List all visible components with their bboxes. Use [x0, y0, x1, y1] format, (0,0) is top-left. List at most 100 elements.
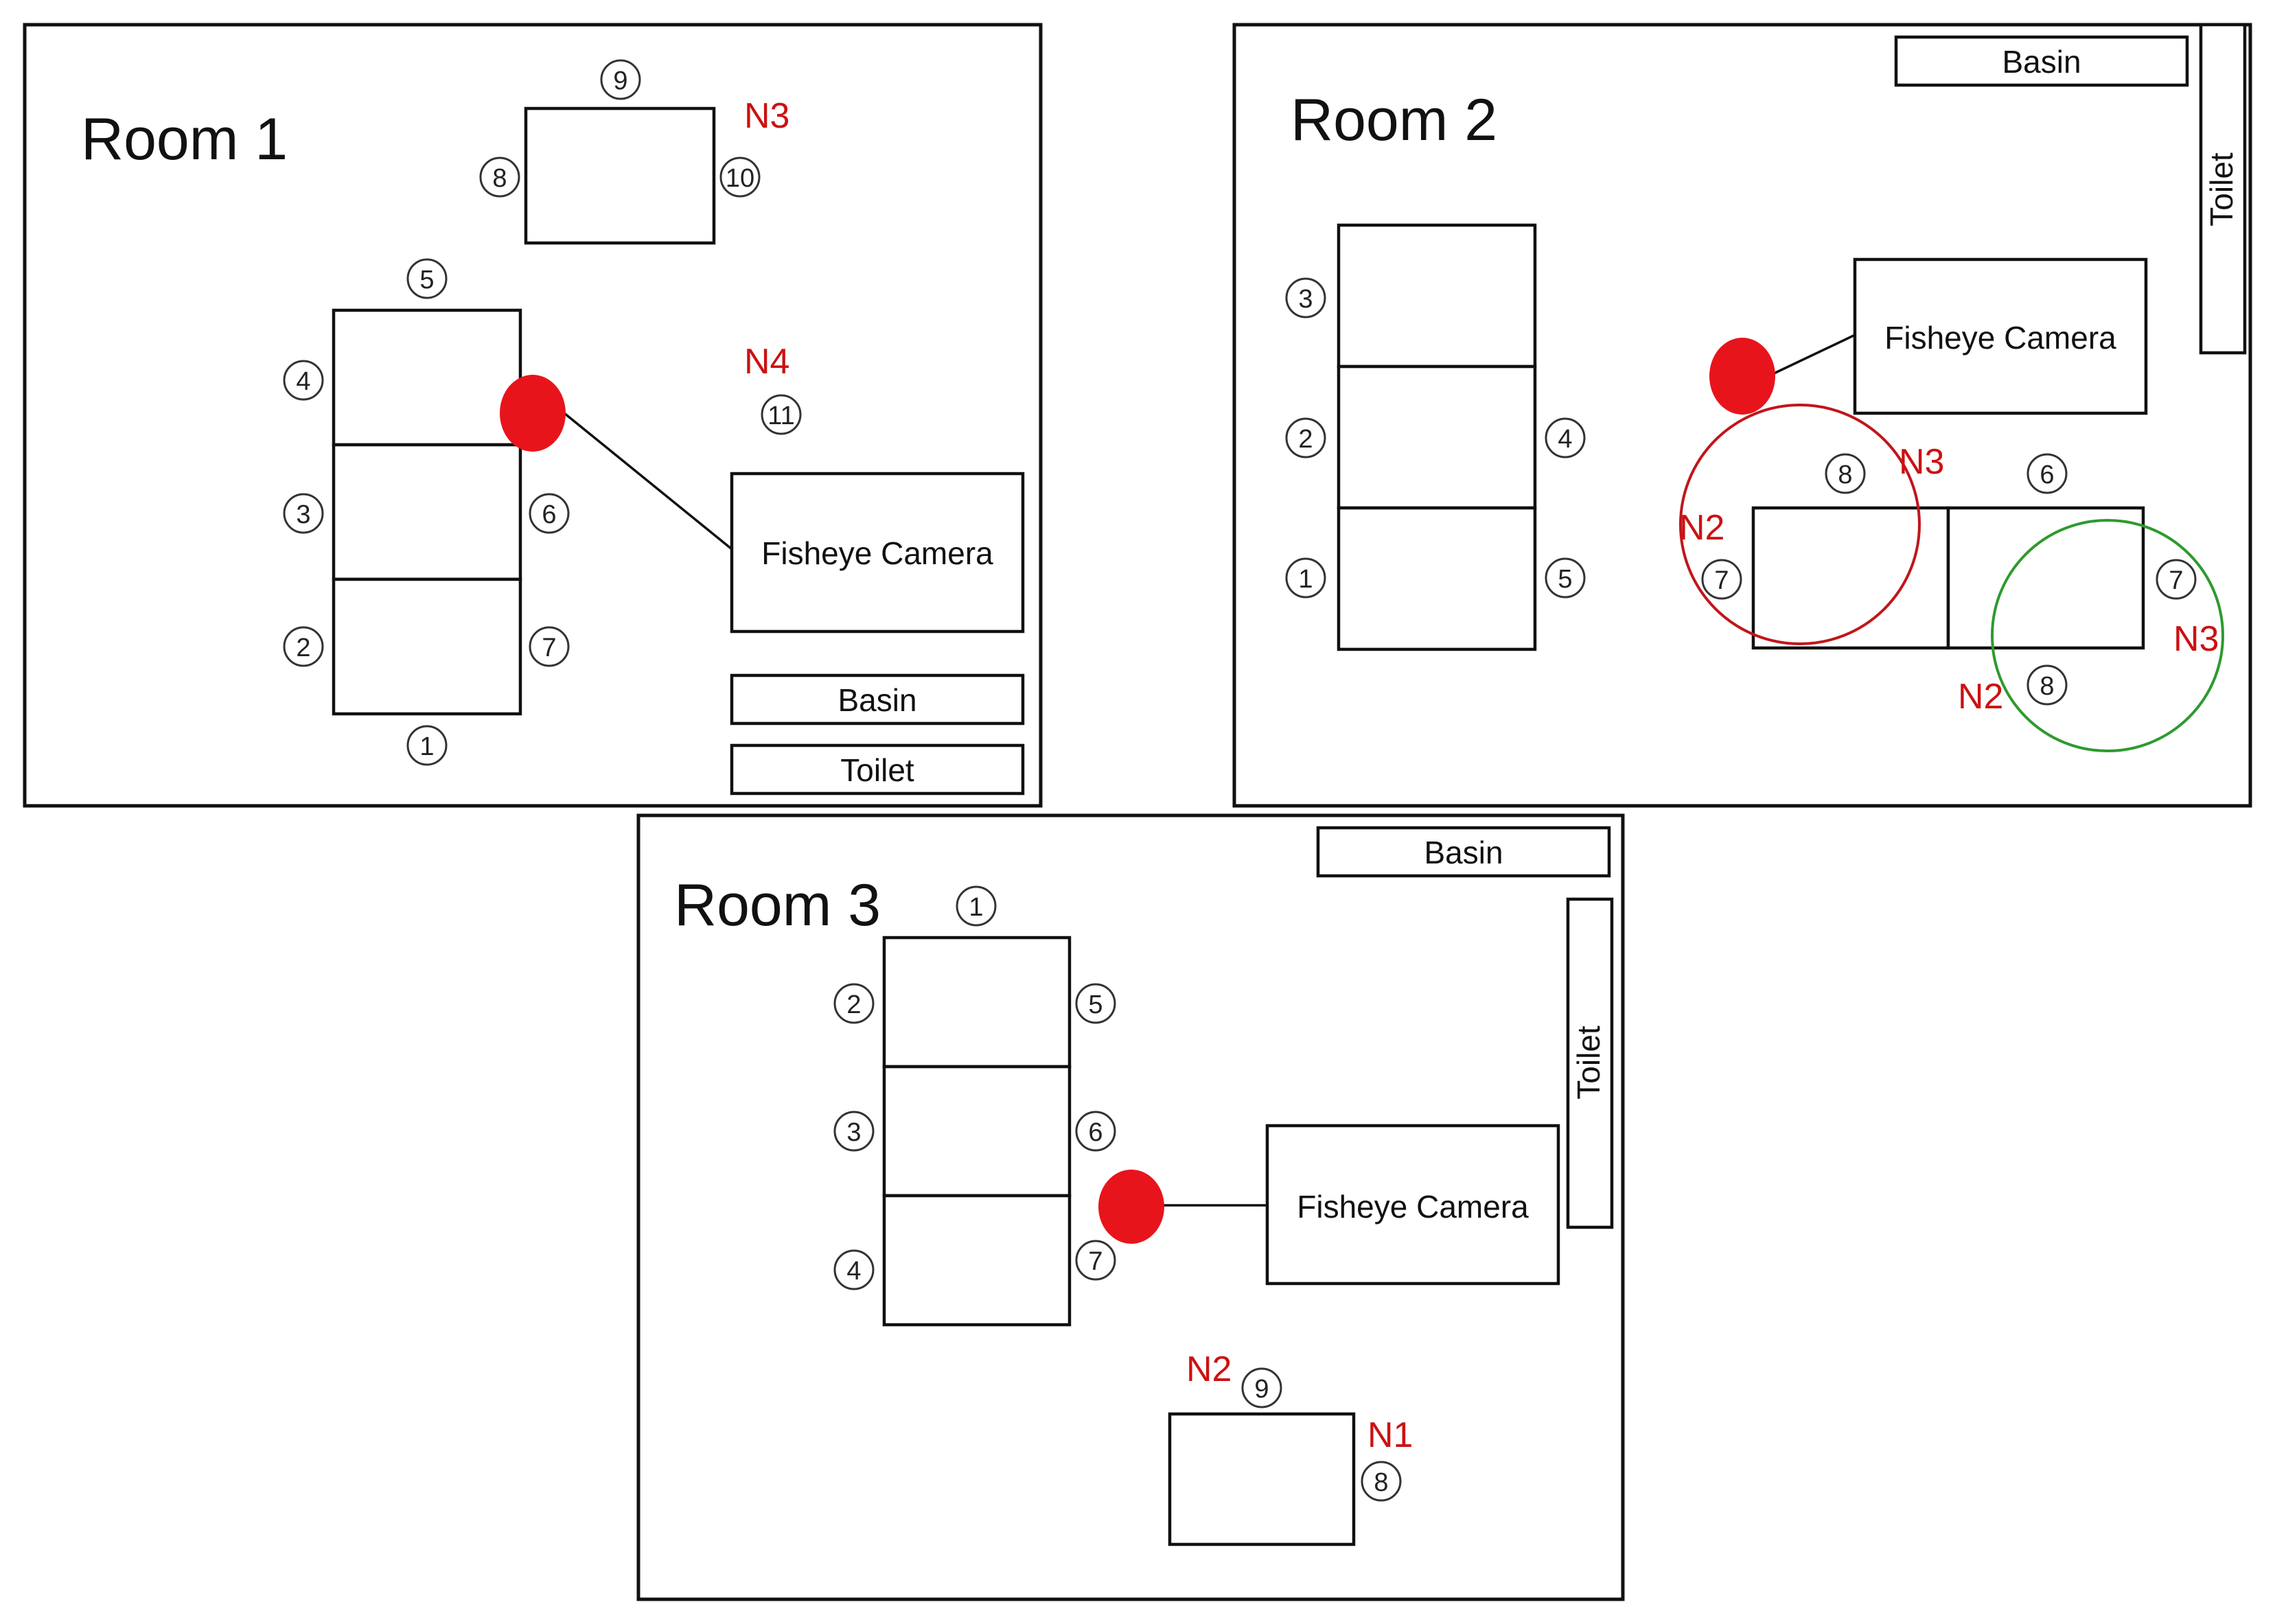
svg-text:8: 8: [2040, 672, 2054, 701]
room-1-seat-11: 11: [761, 394, 802, 435]
svg-text:4: 4: [296, 367, 310, 396]
room-2-fisheye-camera-label: Fisheye Camera: [1884, 320, 2116, 356]
room-1-seat-4: 4: [283, 360, 324, 401]
room-2-tag-n2-bottom: N2: [1958, 677, 2003, 717]
room-1-seat-3: 3: [283, 493, 324, 534]
room-1-seat-10: 10: [719, 156, 761, 198]
room-3-camera-marker: [1098, 1170, 1164, 1244]
room-1-camera-wire: [563, 412, 733, 550]
room-2-seat-2: 2: [1285, 417, 1326, 459]
room-1-seat-2: 2: [283, 626, 324, 667]
room-2-seat-1: 1: [1285, 557, 1326, 599]
room-3-table-small: [1168, 1412, 1356, 1546]
room-3-basin-label: Basin: [1424, 835, 1503, 870]
room-1-toilet-label: Toilet: [840, 752, 914, 788]
room-3-seat-2: 2: [833, 983, 875, 1024]
room-3-basin: [1316, 826, 1611, 878]
svg-text:9: 9: [1254, 1375, 1269, 1404]
room-3-fisheye-camera-label: Fisheye Camera: [1297, 1189, 1529, 1225]
svg-text:2: 2: [1298, 425, 1313, 454]
room-3-seat-5: 5: [1075, 983, 1116, 1024]
svg-text:8: 8: [1374, 1468, 1388, 1497]
room-1: Room 1 Fisheye Camera Basin Toilet 9 8 1…: [23, 23, 1043, 808]
room-3-table-segment-1: [882, 936, 1072, 1069]
svg-text:5: 5: [419, 266, 434, 294]
svg-text:1: 1: [969, 893, 983, 922]
room-2-seat-7-right: 7: [2156, 559, 2197, 600]
room-2-basin-label: Basin: [2002, 44, 2081, 80]
svg-text:8: 8: [1838, 461, 1852, 489]
svg-text:1: 1: [419, 732, 434, 761]
svg-text:7: 7: [542, 634, 556, 662]
room-3-tag-n1: N1: [1367, 1415, 1413, 1455]
room-3-seat-4: 4: [833, 1249, 875, 1290]
room-2-tag-n3-top: N3: [1899, 442, 1944, 482]
room-1-table-small: [524, 106, 716, 245]
room-2-table-right-2: [1946, 506, 2145, 650]
room-3-title: Room 3: [674, 872, 881, 938]
room-2-seat-8-top: 8: [1825, 453, 1866, 494]
room-1-table-segment-3: [332, 577, 522, 716]
svg-text:10: 10: [726, 164, 754, 193]
svg-text:3: 3: [296, 500, 310, 529]
room-2-seat-5: 5: [1545, 557, 1586, 599]
svg-text:2: 2: [296, 634, 310, 662]
room-3-table-segment-3: [882, 1194, 1072, 1327]
room-2-tag-n2-left: N2: [1679, 508, 1724, 548]
room-2-table-segment-2: [1337, 364, 1537, 510]
room-1-title: Room 1: [81, 106, 288, 172]
svg-text:1: 1: [1298, 565, 1313, 594]
svg-text:7: 7: [1088, 1247, 1102, 1276]
room-1-fisheye-camera-box: [730, 472, 1025, 634]
svg-text:4: 4: [846, 1257, 861, 1286]
room-3-seat-7: 7: [1075, 1240, 1116, 1281]
room-1-toilet: [730, 743, 1025, 796]
svg-text:6: 6: [1088, 1118, 1102, 1147]
room-3-fisheye-camera-box: [1265, 1124, 1560, 1286]
svg-text:7: 7: [2169, 566, 2183, 595]
svg-text:8: 8: [492, 164, 507, 193]
room-3-tag-n2: N2: [1186, 1349, 1232, 1389]
svg-text:6: 6: [2040, 461, 2054, 489]
room-1-table-segment-2: [332, 443, 522, 581]
room-3: Room 3 Basin Toilet Fisheye Camera 1 2 5…: [636, 813, 1625, 1601]
room-2-seat-4: 4: [1545, 417, 1586, 459]
room-2-table-segment-3: [1337, 506, 1537, 651]
room-1-seat-8: 8: [479, 156, 520, 198]
room-1-tag-n3: N3: [744, 96, 789, 136]
svg-text:3: 3: [846, 1118, 861, 1147]
room-3-toilet: [1566, 897, 1614, 1229]
room-2-zone-red: [1679, 404, 1921, 645]
room-1-basin-label: Basin: [838, 682, 916, 718]
room-2-camera-wire: [1770, 334, 1856, 376]
room-2-seat-8-bottom: 8: [2026, 664, 2068, 706]
room-2-fisheye-camera-box: [1853, 257, 2148, 415]
room-3-toilet-label: Toilet: [1571, 1025, 1606, 1100]
room-2-zone-green: [1991, 519, 2224, 752]
room-2-camera-marker: [1709, 338, 1775, 415]
room-2-seat-6: 6: [2026, 453, 2068, 494]
room-2-seat-3: 3: [1285, 277, 1326, 318]
room-2: Room 2 Basin Toilet Fisheye Camera 3 2 1…: [1232, 23, 2252, 808]
room-1-seat-5: 5: [406, 258, 448, 299]
room-1-tag-n4: N4: [744, 342, 789, 382]
room-2-toilet-label: Toilet: [2204, 152, 2239, 227]
svg-text:4: 4: [1558, 425, 1572, 454]
svg-text:2: 2: [846, 990, 861, 1019]
room-3-seat-1: 1: [956, 885, 997, 927]
room-3-table-segment-2: [882, 1065, 1072, 1198]
room-1-camera-marker: [500, 375, 566, 452]
room-1-seat-1: 1: [406, 725, 448, 766]
room-2-basin: [1894, 35, 2189, 87]
svg-text:5: 5: [1088, 990, 1102, 1019]
room-3-seat-3: 3: [833, 1111, 875, 1152]
svg-text:9: 9: [613, 67, 627, 95]
svg-text:6: 6: [542, 500, 556, 529]
room-2-tag-n3-right: N3: [2173, 619, 2219, 659]
room-2-title: Room 2: [1291, 87, 1497, 153]
room-3-seat-9: 9: [1241, 1367, 1282, 1408]
room-2-table-segment-1: [1337, 223, 1537, 369]
room-1-table-segment-1: [332, 308, 522, 447]
room-1-seat-9: 9: [600, 59, 641, 100]
